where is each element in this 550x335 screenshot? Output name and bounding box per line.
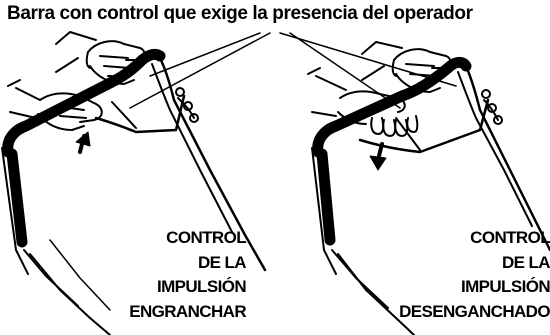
diagram-title: Barra con control que exige la presencia…	[7, 3, 473, 24]
left-caption-line-2: DE LA	[197, 252, 247, 272]
right-operator-bar	[358, 98, 490, 154]
title-leader-lines	[129, 32, 457, 109]
right-caption-line-4: DESENGANCHADO	[399, 301, 550, 321]
left-handle-frame	[2, 48, 166, 158]
right-handle-illustration	[307, 41, 550, 335]
right-top-hand	[361, 41, 452, 93]
left-caption-line-4: ENGRANCHAR	[129, 301, 246, 321]
left-handle-illustration	[1, 31, 267, 335]
left-bottom-hand	[7, 79, 103, 131]
left-operator-bar	[94, 94, 186, 134]
right-bottom-hand	[307, 67, 419, 137]
left-caption-line-1: CONTROL	[166, 228, 246, 247]
right-caption-line-3: IMPULSIÓN	[460, 277, 550, 296]
left-caption: CONTROL DE LA IMPULSIÓN ENGRANCHAR	[129, 226, 246, 324]
right-caption: CONTROL DE LA IMPULSIÓN DESENGANCHADO	[399, 226, 550, 324]
left-caption-line-3: IMPULSIÓN	[156, 277, 247, 296]
right-caption-line-2: DE LA	[501, 252, 550, 272]
right-handle-frame	[312, 56, 472, 158]
left-top-hand	[55, 31, 146, 85]
right-caption-line-1: CONTROL	[470, 228, 550, 247]
